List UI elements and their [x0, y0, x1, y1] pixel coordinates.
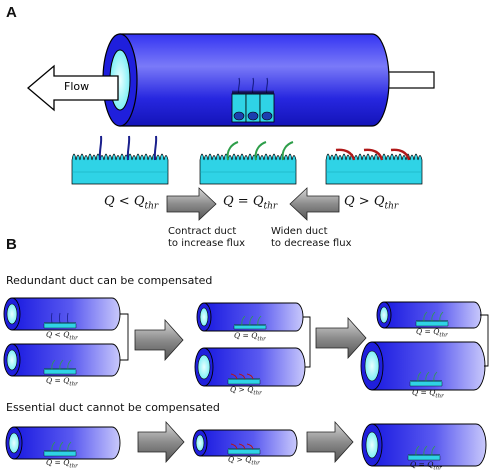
contract-arrow: [166, 187, 217, 221]
flow-arrow: [26, 64, 119, 112]
duct-r1-bottom: [3, 343, 121, 377]
label-e1: Q = Qthr: [46, 458, 78, 470]
step-arrow-3: [137, 420, 185, 464]
step-arrow-1: [134, 318, 184, 362]
essential-title: Essential duct cannot be compensated: [6, 401, 220, 414]
duct-e1: [5, 426, 121, 460]
epithelial-cells: [231, 77, 275, 123]
cilia-strip-low: [71, 135, 169, 185]
redundant-title: Redundant duct can be compensated: [6, 274, 213, 287]
duct-r1-top: [3, 297, 121, 331]
widen-arrow: [289, 187, 340, 221]
label-r2-top: Q = Qthr: [234, 331, 266, 343]
label-r1-top: Q < Qthr: [46, 330, 78, 342]
connector-1: [120, 313, 129, 361]
label-e2: Q > Qthr: [228, 455, 260, 467]
duct-e2: [192, 429, 298, 457]
connector-2: [303, 316, 311, 368]
cilia-strip-high: [325, 148, 423, 185]
flow-label: Flow: [64, 80, 90, 93]
duct-r2-top: [196, 302, 304, 332]
label-r2-bottom: Q > Qthr: [230, 385, 262, 397]
panel-label-a: A: [6, 4, 17, 21]
duct-r3-top: [376, 301, 482, 329]
condition-eq: Q = Qthr: [223, 194, 278, 212]
panel-label-b: B: [6, 236, 17, 253]
connector-3: [480, 314, 489, 367]
step-arrow-4: [306, 420, 354, 464]
step-arrow-2: [315, 316, 367, 360]
label-r1-bottom: Q = Qthr: [46, 376, 78, 388]
main-duct: [102, 33, 435, 127]
condition-lt: Q < Qthr: [104, 194, 159, 212]
outlet-tube: [381, 71, 435, 89]
cilia-strip-eq: [199, 141, 297, 185]
contract-caption: Contract duct to increase flux: [168, 226, 246, 249]
widen-caption: Widen duct to decrease flux: [271, 226, 352, 249]
condition-gt: Q > Qthr: [344, 194, 399, 212]
label-e3: Q = Qthr: [410, 460, 442, 472]
label-r3-top: Q = Qthr: [416, 327, 448, 339]
duct-body: [119, 33, 390, 127]
label-r3-bottom: Q = Qthr: [412, 388, 444, 400]
duct-r3-bottom: [360, 341, 486, 391]
duct-e3: [361, 423, 487, 467]
duct-r2-bottom: [194, 347, 306, 387]
